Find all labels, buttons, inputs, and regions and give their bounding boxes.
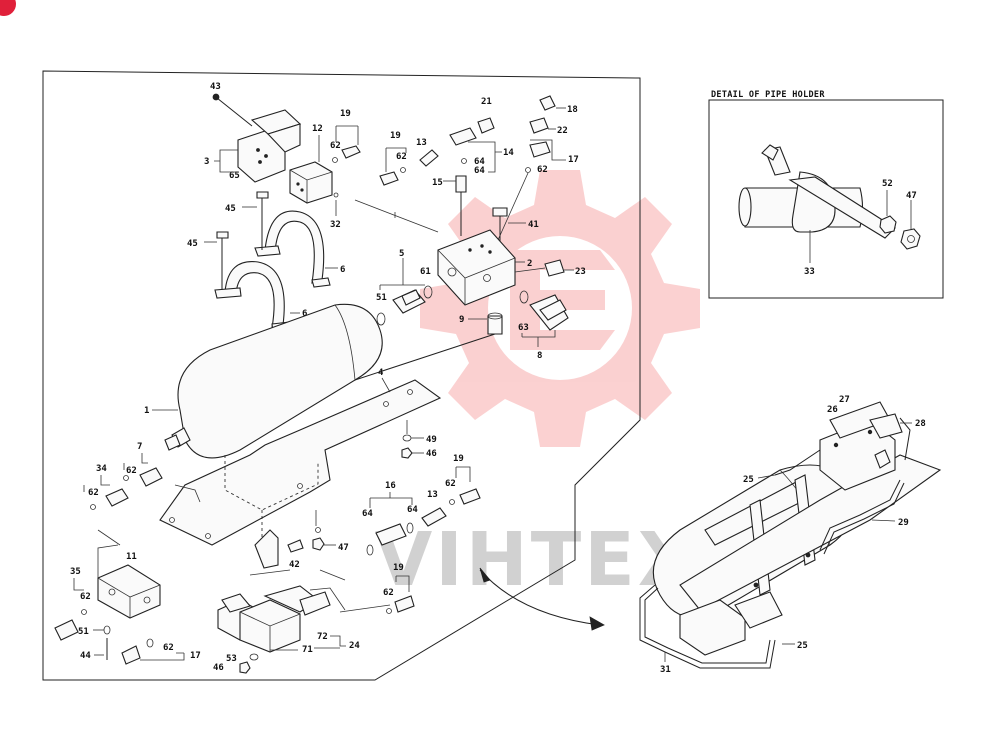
callout-62-d: 62: [126, 466, 137, 476]
callout-14: 14: [503, 148, 514, 158]
callout-46-b: 46: [213, 663, 224, 673]
accumulator-tank-part-1: [164, 303, 383, 459]
callout-16: 16: [385, 481, 396, 491]
callout-53: 53: [226, 654, 237, 664]
solenoid-part-24: [217, 585, 331, 653]
callout-22: 22: [557, 126, 568, 136]
callout-17-a: 17: [568, 155, 579, 165]
callout-6-b: 6: [302, 309, 307, 319]
callout-46-a: 46: [426, 449, 437, 459]
callout-49: 49: [426, 435, 437, 445]
callout-1: 1: [144, 406, 149, 416]
callout-19-b: 19: [390, 131, 401, 141]
callout-25-a: 25: [743, 475, 754, 485]
callout-29: 29: [898, 518, 909, 528]
callout-45-a: 45: [225, 204, 236, 214]
callout-27: 27: [839, 395, 850, 405]
callout-63: 63: [518, 323, 529, 333]
callout-72: 72: [317, 632, 328, 642]
callout-32: 32: [330, 220, 341, 230]
callout-25-b: 25: [797, 641, 808, 651]
callout-11: 11: [126, 552, 137, 562]
callout-64-b: 64: [474, 166, 485, 176]
callout-35: 35: [70, 567, 81, 577]
callout-13-a: 13: [416, 138, 427, 148]
callout-5: 5: [399, 249, 404, 259]
callout-34: 34: [96, 464, 107, 474]
callout-15: 15: [432, 178, 443, 188]
callout-51-b: 51: [78, 627, 89, 637]
callout-8: 8: [537, 351, 542, 361]
callout-31: 31: [660, 665, 671, 675]
manifold-part-12: [289, 135, 333, 204]
callout-23: 23: [575, 267, 586, 277]
callout-64-a: 64: [474, 157, 485, 167]
callout-19-c: 19: [453, 454, 464, 464]
watermark-text: VIHTEX: [375, 517, 698, 603]
callout-43: 43: [210, 82, 221, 92]
callout-33: 33: [804, 267, 815, 277]
valve-block-part-11: [97, 544, 161, 619]
callout-17-b: 17: [190, 651, 201, 661]
callout-2: 2: [527, 259, 532, 269]
callout-71: 71: [302, 645, 313, 655]
strap-bracket-part-6a: [254, 210, 331, 288]
callout-41: 41: [528, 220, 539, 230]
callout-45-b: 45: [187, 239, 198, 249]
callout-47-a: 47: [338, 543, 349, 553]
callout-65: 65: [229, 171, 240, 181]
manifold-block-part-2: [437, 229, 516, 306]
callout-62-i: 62: [383, 588, 394, 598]
callout-62-c: 62: [537, 165, 548, 175]
callout-19-d: 19: [393, 563, 404, 573]
assembled-view: [639, 401, 942, 669]
callout-62-h: 62: [163, 643, 174, 653]
callout-62-b: 62: [396, 152, 407, 162]
callout-21: 21: [481, 97, 492, 107]
callout-52: 52: [882, 179, 893, 189]
callout-28: 28: [915, 419, 926, 429]
callout-9: 9: [459, 315, 464, 325]
callout-4: 4: [378, 368, 384, 378]
callout-13-b: 13: [427, 490, 438, 500]
detail-title: DETAIL OF PIPE HOLDER: [711, 90, 825, 100]
detail-panel-border: [708, 99, 944, 299]
callout-7: 7: [137, 442, 142, 452]
solenoid-valve-part-3: [212, 93, 302, 183]
callout-26: 26: [827, 405, 838, 415]
callout-18: 18: [567, 105, 578, 115]
pipe-holder-detail: [738, 144, 921, 263]
main-panel-border: [42, 70, 641, 681]
strap-bracket-part-6b: [214, 261, 292, 333]
callout-62-g: 62: [80, 592, 91, 602]
callout-44: 44: [80, 651, 91, 661]
callout-62-e: 62: [88, 488, 99, 498]
callout-47-detail: 47: [906, 191, 917, 201]
corner-badge[interactable]: [0, 0, 16, 16]
mounting-plate-part-4: [159, 379, 442, 546]
callout-64-c: 64: [362, 509, 373, 519]
callout-42: 42: [289, 560, 300, 570]
callout-19-a: 19: [340, 109, 351, 119]
callout-51: 51: [376, 293, 387, 303]
callout-64-d: 64: [407, 505, 418, 515]
callout-62-f: 62: [445, 479, 456, 489]
callout-61: 61: [420, 267, 431, 277]
callout-12: 12: [312, 124, 323, 134]
callout-3: 3: [204, 157, 209, 167]
callout-6-a: 6: [340, 265, 345, 275]
callout-24: 24: [349, 641, 360, 651]
callout-62-a: 62: [330, 141, 341, 151]
